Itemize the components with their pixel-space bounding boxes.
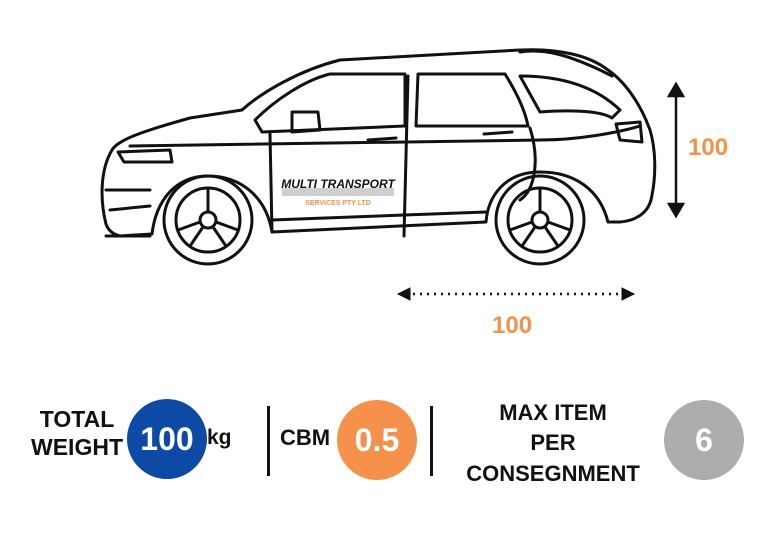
brand-line-2: SERVICES PTY LTD [305, 200, 371, 207]
sill-line [270, 210, 488, 222]
max-items-label-line2: PER [530, 430, 576, 456]
front-wheel [162, 174, 254, 266]
door-line-front [268, 132, 274, 234]
front-door-handle [366, 136, 398, 142]
max-items-value: 6 [664, 400, 744, 480]
door-line-mid [402, 74, 410, 238]
max-items-label: MAX ITEM PER CONSEGNMENT [448, 398, 658, 489]
total-weight-unit: kg [207, 426, 232, 449]
divider [430, 406, 433, 476]
rear-wheel [494, 174, 586, 266]
front-bumper [104, 188, 152, 212]
max-items-label-line1: MAX ITEM [499, 400, 607, 425]
decal-stripe [282, 188, 394, 196]
cbm-value: 0.5 [337, 400, 417, 480]
max-items-label-line3: CONSEGNMENT [466, 460, 640, 486]
total-weight-label-line2: WEIGHT [31, 433, 123, 460]
front-window [253, 72, 407, 134]
height-arrow-icon [666, 81, 686, 219]
length-arrow-icon [396, 287, 636, 301]
total-weight-label-line1: TOTAL [39, 406, 115, 432]
rear-quarter-window [518, 74, 622, 120]
side-mirror [290, 110, 322, 134]
rear-door-handle [482, 130, 514, 136]
length-dimension-label: 100 [492, 312, 533, 339]
height-dimension-label: 100 [688, 134, 729, 161]
rear-door-window [414, 72, 530, 128]
divider [267, 406, 270, 476]
brand-line-1: MULTI TRANSPORT [281, 177, 396, 191]
total-weight-value: 100 [127, 399, 207, 479]
roof-spoiler [518, 49, 614, 78]
total-weight-label: TOTAL WEIGHT [22, 406, 132, 461]
door-line-rear [518, 126, 537, 202]
tail-light [614, 120, 644, 144]
belt-line [128, 124, 642, 148]
cbm-label: CBM [280, 425, 331, 450]
headlight [116, 148, 174, 164]
